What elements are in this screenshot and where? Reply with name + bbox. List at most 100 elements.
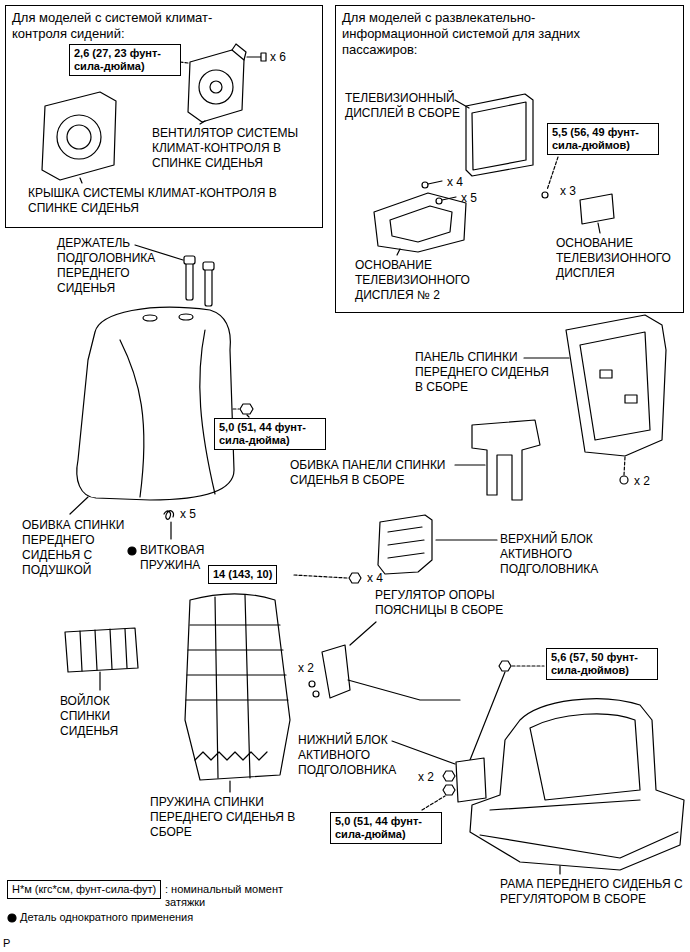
torque-value: 2,6 (27, 23 фунт-сила-дюйма) <box>74 47 176 73</box>
tv-display <box>455 94 533 176</box>
tv-display-base-2 <box>374 193 466 255</box>
seatback-panel <box>524 315 666 484</box>
seat-frame <box>559 866 560 874</box>
torque-value: 5,0 (51, 44 фунт-сила-дюйма) <box>335 815 437 841</box>
panel-trim <box>455 420 540 500</box>
tv-display-base-2 <box>374 193 466 252</box>
seatback-spring <box>185 594 290 780</box>
lower-active-headrest <box>422 796 445 810</box>
climate-fan <box>200 121 205 124</box>
seatback-cover <box>120 340 144 497</box>
lower-active-headrest <box>456 758 486 802</box>
nut <box>233 404 253 417</box>
panel-trim <box>472 420 540 500</box>
part-label: НИЖНИЙ БЛОК АКТИВНОГО ПОДГОЛОВНИКА <box>298 733 438 778</box>
part-label: ОСНОВАНИЕ ТЕЛЕВИЗИОННОГО ДИСПЛЕЯ <box>556 236 681 281</box>
tv-display-base <box>598 223 600 233</box>
tv-display-base <box>580 194 614 233</box>
quantity-callout: x 3 <box>560 184 576 199</box>
seatback-cover <box>179 314 193 320</box>
part-label: РЕГУЛЯТОР ОПОРЫ ПОЯСНИЦЫ В СБОРЕ <box>375 588 515 618</box>
quantity-callout: x 4 <box>367 571 383 586</box>
quantity-callout: x 2 <box>634 474 650 489</box>
seatback-spring <box>229 781 230 792</box>
quantity-callout: x 5 <box>461 191 477 206</box>
seatback-panel <box>580 332 650 440</box>
screw <box>247 56 262 57</box>
part-label: ОБИВКА ПАНЕЛИ СПИНКИ СИДЕНЬЯ В СБОРЕ <box>290 458 490 488</box>
upper-active-headrest <box>378 515 432 574</box>
lower-active-headrest <box>443 785 455 795</box>
seatback-panel <box>524 357 569 358</box>
screw <box>261 53 266 61</box>
seatback-panel <box>566 315 666 456</box>
upper-active-headrest <box>436 539 497 540</box>
part-label: ОСНОВАНИЕ ТЕЛЕВИЗИОННОГО ДИСПЛЕЯ № 2 <box>355 258 480 303</box>
part-label: ВИТКОВАЯ ПРУЖИНА <box>140 543 250 573</box>
seatback-panel <box>600 370 612 378</box>
seatback-felt <box>80 629 127 671</box>
part-label: ДЕРЖАТЕЛЬ ПОДГОЛОВНИКА ПЕРЕДНЕГО СИДЕНЬЯ <box>57 236 167 296</box>
panel-trim <box>455 464 485 465</box>
tv-display <box>472 102 526 170</box>
torque-legend-box: Н*м (кгс*см, фунт-сила-фут) <box>7 880 161 899</box>
legend-dot <box>8 914 16 922</box>
lumbar-adjuster <box>350 622 376 645</box>
climate-fan <box>188 50 244 122</box>
lumbar-adjuster <box>313 691 319 697</box>
screw <box>180 53 266 63</box>
climate-cover <box>42 92 116 183</box>
upper-active-headrest <box>294 515 497 583</box>
torque-spec-box: 5,0 (51, 44 фунт-сила-дюйма) <box>330 812 442 844</box>
seatback-cover <box>77 307 234 500</box>
quantity-callout: x 6 <box>270 50 286 65</box>
tv-display <box>466 94 533 176</box>
lower-active-headrest <box>512 665 544 666</box>
part-label: ВЕНТИЛЯТОР СИСТЕМЫ КЛИМАТ-КОНТРОЛЯ В СПИ… <box>152 126 324 171</box>
seatback-felt <box>99 672 100 690</box>
part-label: ПАНЕЛЬ СПИНКИ ПЕРЕДНЕГО СИДЕНЬЯ В СБОРЕ <box>415 350 560 395</box>
part-label: ОБИВКА СПИНКИ ПЕРЕДНЕГО СИДЕНЬЯ С ПОДУШК… <box>22 518 142 578</box>
seatback-felt <box>65 628 138 672</box>
coil-spring <box>164 511 173 520</box>
torque-spec-box: 14 (143, 10) <box>208 565 277 584</box>
seatback-spring <box>195 752 267 760</box>
headrest-holder <box>184 256 195 264</box>
part-label: КРЫШКА СИСТЕМЫ КЛИМАТ-КОНТРОЛЯ В СПИНКЕ … <box>28 186 298 216</box>
figure-code: P <box>3 937 10 950</box>
quantity-callout: x 2 <box>418 770 434 785</box>
nut <box>233 408 239 409</box>
tv-display-base-2 <box>397 249 400 255</box>
torque-value: 14 (143, 10) <box>213 568 272 581</box>
climate-cover <box>67 125 91 149</box>
nut <box>240 404 253 414</box>
part-label: ТЕЛЕВИЗИОННЫЙ ДИСПЛЕЙ В СБОРЕ <box>345 91 475 121</box>
coil-spring <box>170 522 171 539</box>
tv-display-base <box>580 194 614 224</box>
climate-fan <box>210 81 222 93</box>
upper-active-headrest <box>294 575 347 578</box>
lower-active-headrest <box>470 672 505 760</box>
quantity-callout: x 4 <box>447 175 463 190</box>
tv-display-base-2 <box>390 206 452 242</box>
lumbar-adjuster <box>322 645 350 698</box>
quantity-callout: x 5 <box>180 507 196 522</box>
torque-spec-box: 5,5 (56, 49 фунт-сила-дюймов) <box>547 123 659 155</box>
seatback-cover <box>70 307 234 514</box>
screw <box>547 157 558 190</box>
climate-cover <box>42 92 116 180</box>
seatback-cover <box>70 497 88 514</box>
part-label: РАМА ПЕРЕДНЕГО СИДЕНЬЯ С РЕГУЛЯТОРОМ В С… <box>500 877 685 907</box>
torque-spec-box: 5,6 (57, 50 фунт-сила-дюймов) <box>546 648 658 680</box>
headrest-holder <box>203 262 214 270</box>
seatback-spring <box>186 595 288 778</box>
upper-active-headrest <box>349 573 361 583</box>
seatback-felt <box>65 628 138 690</box>
legend-dot <box>8 914 16 922</box>
legend-note: : номинальный момент затяжки <box>165 883 285 909</box>
seatback-panel <box>625 395 637 403</box>
lumbar-adjuster <box>309 622 460 700</box>
seatback-panel <box>620 476 628 484</box>
variant-heading: Для моделей с системой климат-контроля с… <box>12 10 242 42</box>
headrest-holder <box>205 268 212 306</box>
